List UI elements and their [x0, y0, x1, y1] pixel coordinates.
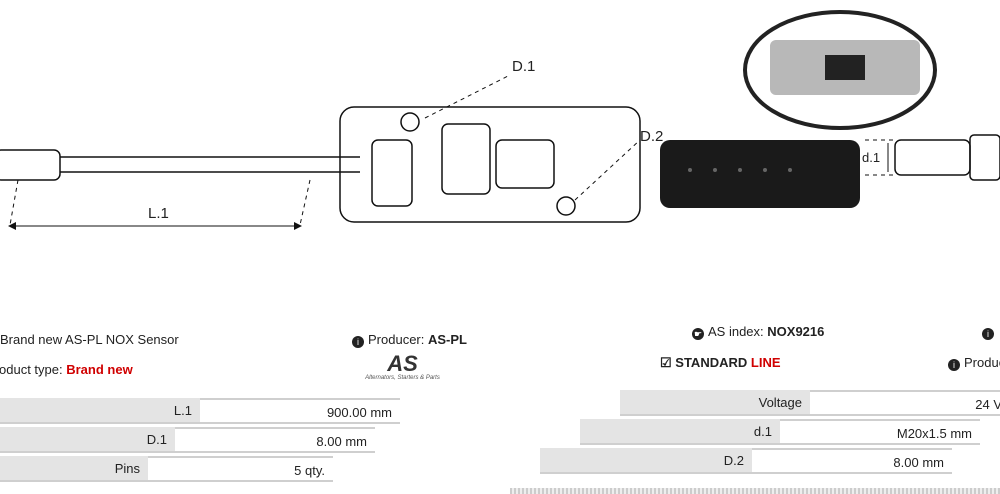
info-icon: i — [352, 336, 364, 348]
dim-l1-label: L.1 — [148, 205, 169, 222]
standard-line-badge: ☑ STANDARD LINE — [660, 355, 781, 370]
hand-icon: ☛ — [692, 328, 704, 340]
mount-hole-bottom — [556, 196, 576, 216]
sensor-module — [339, 106, 641, 223]
dim-d-thread-label: d.1 — [862, 150, 881, 165]
dim-d1-label: D.1 — [512, 58, 536, 75]
divider — [510, 488, 1000, 494]
check-icon: ☑ — [660, 355, 672, 370]
as-logo: AS Alternators, Starters & Parts — [365, 351, 440, 382]
cable-photo — [743, 10, 937, 130]
info-icon: i — [982, 324, 998, 340]
connector-photo — [660, 140, 860, 208]
info-icon: i — [948, 359, 960, 371]
product-title: Brand new AS-PL NOX Sensor — [0, 332, 179, 347]
probe — [894, 139, 971, 176]
technical-drawing — [0, 10, 1000, 230]
mount-hole-top — [400, 112, 420, 132]
as-index: ☛AS index: NOX9216 — [692, 324, 825, 340]
connector-end — [0, 149, 61, 181]
product-type: Product type: Brand new — [0, 362, 133, 377]
dim-d2-label: D.2 — [640, 128, 664, 145]
